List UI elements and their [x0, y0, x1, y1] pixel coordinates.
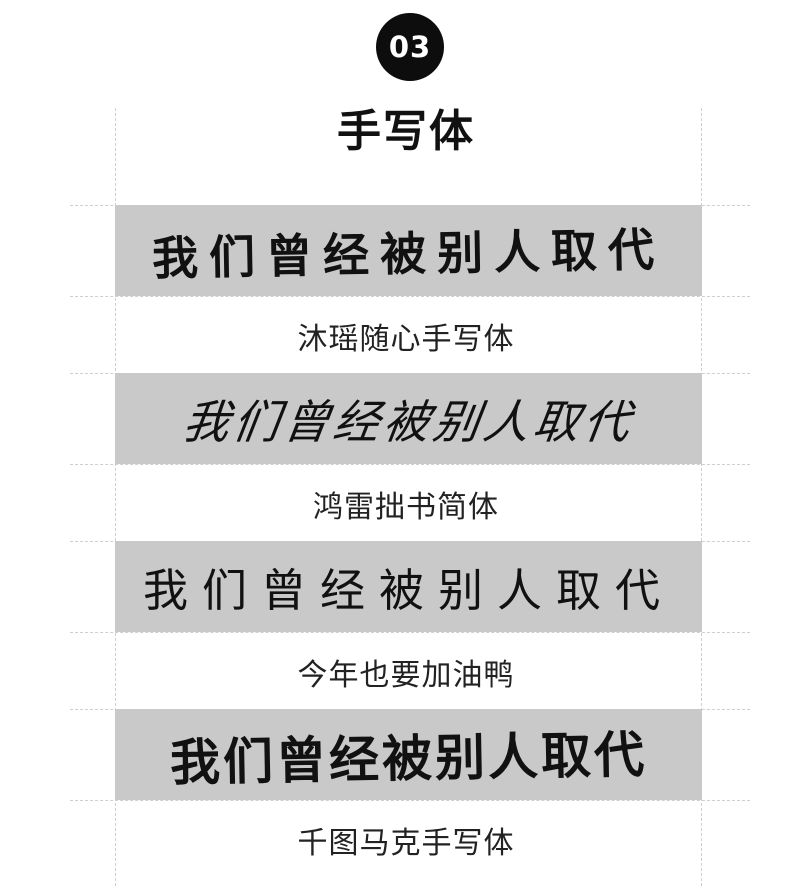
font-sample-box: 我们曾经被别人取代	[115, 709, 702, 800]
font-name-label: 今年也要加油鸭	[297, 658, 515, 693]
section-title: 手写体	[337, 106, 475, 157]
font-sample-text: 我们曾经被别人取代	[179, 394, 637, 449]
font-name-label: 鸿雷拙书简体	[313, 490, 499, 525]
guide-line	[70, 296, 750, 297]
guide-line	[70, 632, 750, 633]
font-sample-text: 我们曾经被别人取代	[169, 725, 648, 792]
font-sample-box: 我们曾经被别人取代	[115, 373, 702, 464]
left-guide-line	[115, 108, 116, 886]
font-name-label: 沐瑶随心手写体	[297, 322, 515, 357]
font-sample-text: 我们曾经被别人取代	[151, 222, 666, 285]
font-sample-box: 我们曾经被别人取代	[115, 541, 702, 632]
font-sample-box: 我们曾经被别人取代	[115, 205, 702, 296]
right-guide-line	[701, 108, 702, 886]
font-sample-text: 我们曾经被别人取代	[142, 564, 674, 617]
section-number: 03	[388, 30, 432, 64]
guide-line	[70, 464, 750, 465]
section-number-badge: 03	[376, 13, 444, 81]
font-name-label: 千图马克手写体	[297, 826, 515, 861]
guide-line	[70, 800, 750, 801]
